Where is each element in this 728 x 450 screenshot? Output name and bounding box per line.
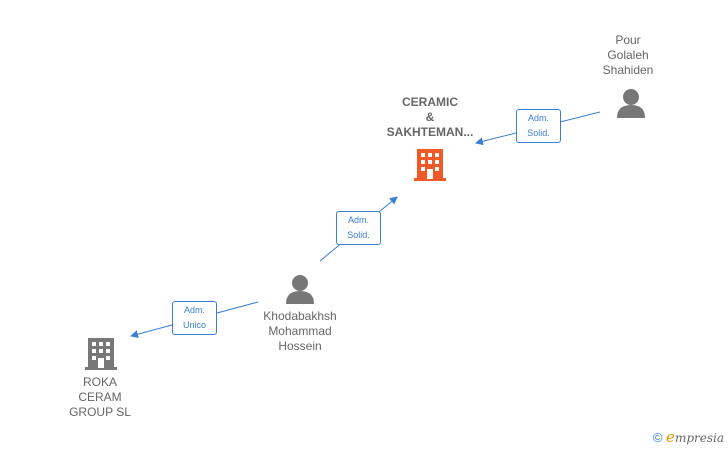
copyright-symbol: ©: [652, 430, 663, 445]
person-khoda-label[interactable]: Khodabakhsh Mohammad Hossein: [240, 309, 360, 354]
person-khoda-line: Mohammad: [268, 324, 332, 338]
company-roka-line: CERAM: [78, 390, 122, 404]
edge-label-khoda-to-roka[interactable]: Adm. Unico: [172, 301, 217, 335]
brand-logo: empresia: [666, 428, 724, 446]
main-company-line: CERAMIC: [402, 95, 458, 109]
main-company-label[interactable]: CERAMIC & SAKHTEMAN...: [370, 95, 490, 140]
building-icon[interactable]: [85, 336, 117, 370]
brand-initial: e: [666, 428, 675, 446]
person-pour-label[interactable]: Pour Golaleh Shahiden: [578, 33, 678, 78]
building-icon[interactable]: [414, 147, 446, 181]
edge-role-line: Solid.: [527, 128, 550, 138]
person-pour-line: Shahiden: [602, 63, 654, 77]
edge-label-pour-to-main[interactable]: Adm. Solid.: [516, 109, 561, 143]
copyright-brand: © empresia: [653, 428, 724, 446]
edge-role-line: Unico: [182, 320, 206, 330]
company-roka-line: GROUP SL: [69, 405, 131, 419]
edge-label-khoda-to-main[interactable]: Adm. Solid.: [336, 211, 381, 245]
company-roka-line: ROKA: [82, 375, 117, 389]
edge-role-line: Adm.: [527, 113, 549, 123]
person-pour-line: Golaleh: [607, 48, 649, 62]
edge-role-line: Solid.: [347, 230, 370, 240]
person-khoda-line: Khodabakhsh: [263, 309, 337, 323]
edge-role-line: Adm.: [183, 305, 205, 315]
company-roka-label[interactable]: ROKA CERAM GROUP SL: [50, 375, 150, 420]
main-company-line: &: [425, 110, 435, 124]
person-khoda-line: Hossein: [278, 339, 322, 353]
main-company-line: SAKHTEMAN...: [386, 125, 474, 139]
person-icon[interactable]: [615, 88, 647, 118]
brand-rest: mpresia: [674, 431, 724, 445]
edge-role-line: Adm.: [347, 215, 369, 225]
person-pour-line: Pour: [615, 33, 641, 47]
person-icon[interactable]: [284, 274, 316, 304]
